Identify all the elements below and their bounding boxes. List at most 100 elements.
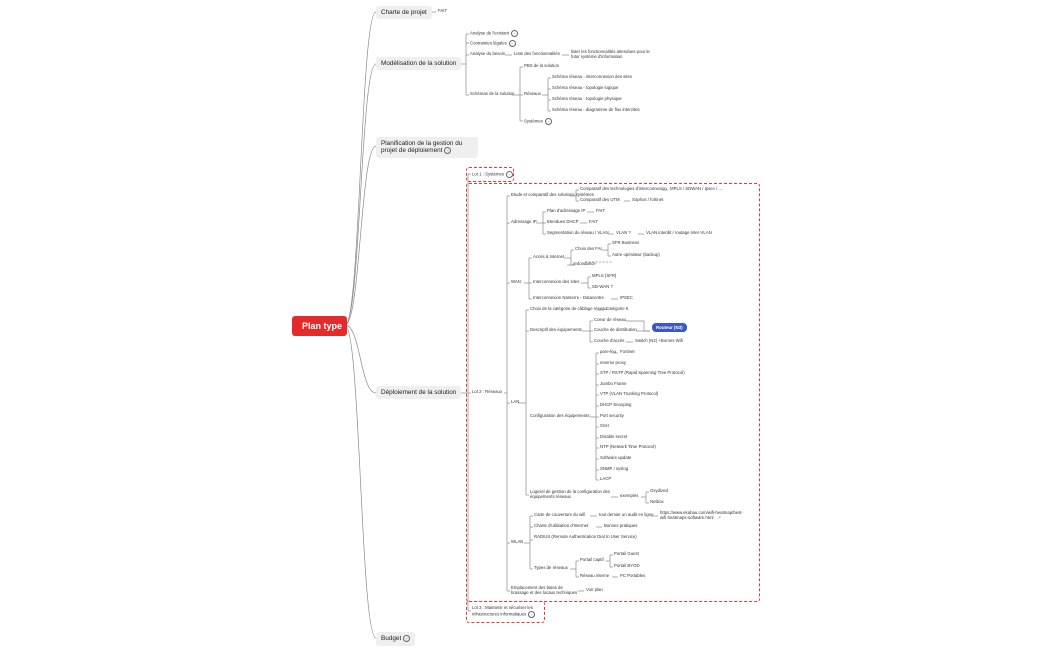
node-disable[interactable]: Disable secret xyxy=(600,434,627,440)
node-snmp[interactable]: SNMP / syslog xyxy=(600,466,628,472)
collapse-icon[interactable]: – xyxy=(403,635,411,642)
node-logiciel[interactable]: Logiciel de gestion de la configuration … xyxy=(530,489,625,500)
node-pc-portables[interactable]: PC Portables xyxy=(620,573,645,579)
node-types-reseaux[interactable]: Types de réseaux xyxy=(534,565,568,571)
node-choix-cablage[interactable]: Choix de la catégorie de câblage réseau xyxy=(530,306,607,312)
branch-planification[interactable]: Planification de la gestion du projet de… xyxy=(376,137,478,158)
node-comp-techno[interactable]: Comparatif des technologies d'interconne… xyxy=(580,186,667,192)
node-charte-internet[interactable]: Charte d'utilisation d'Internet xyxy=(534,523,588,529)
node-sch-flux[interactable]: Schéma réseau - diagramme de flux interz… xyxy=(552,107,640,113)
node-lot1[interactable]: Lot 1 : Systèmes– xyxy=(472,171,514,178)
node-parefeu[interactable]: pare-feu xyxy=(600,349,616,355)
node-reseaux[interactable]: Réseaux xyxy=(524,91,541,97)
node-label: Schéma réseau - diagramme de flux interz… xyxy=(552,107,640,112)
node-mpls[interactable]: MPLS (SFR) xyxy=(592,273,616,279)
node-ipsec[interactable]: IPSEC xyxy=(620,295,633,301)
node-fait-2[interactable]: FAIT xyxy=(596,208,605,214)
node-mpls-sdwan[interactable]: MPLS / SDWAN / Ipsec / ... xyxy=(670,186,722,192)
node-lot2[interactable]: Lot 2 : Réseaux xyxy=(472,389,502,395)
collapse-icon[interactable]: – xyxy=(508,40,516,47)
node-plan-adressage[interactable]: Plan d'adressage IP xyxy=(547,208,585,214)
node-schemas[interactable]: Schémas de la solution xyxy=(470,91,514,97)
node-audit[interactable]: tout dernier un audit en ligne xyxy=(599,512,653,518)
node-fait[interactable]: FAIT xyxy=(438,8,447,14)
collapse-icon[interactable]: – xyxy=(506,171,514,178)
node-portail-byod[interactable]: Portail BYOD xyxy=(614,563,640,569)
collapse-icon[interactable]: – xyxy=(444,147,452,155)
node-routeur[interactable]: Routeur (N3) xyxy=(652,323,687,333)
node-sch-physique[interactable]: Schéma réseau - topologie physique xyxy=(552,96,622,102)
node-sch-logique[interactable]: Schéma réseau - topologie logique xyxy=(552,85,618,91)
node-liste-fonct[interactable]: Liste des fonctionnalités xyxy=(514,51,560,57)
node-couche-acces[interactable]: Couche d'accès xyxy=(594,338,624,344)
node-dhcp-snoop[interactable]: DHCP Snooping xyxy=(600,402,631,408)
collapse-icon[interactable]: – xyxy=(544,118,552,125)
node-lot3[interactable]: Lot 3 : Maintenir et sécuriser les infra… xyxy=(472,605,542,618)
node-switch[interactable]: Switch (N2) +Bornes Wifi xyxy=(635,338,683,344)
node-etendues[interactable]: Etendues DHCP xyxy=(547,219,579,225)
node-interco-sites[interactable]: Interconnexion des sites xyxy=(533,279,579,285)
node-sdwan[interactable]: SD-WAN ? xyxy=(592,284,613,290)
node-netbox[interactable]: Netbox xyxy=(650,499,664,505)
node-ntp[interactable]: NTP (Network Time Protocol) xyxy=(600,444,656,450)
branch-budget[interactable]: Budget– xyxy=(376,632,416,646)
node-portail-guest[interactable]: Portail Guest xyxy=(614,551,639,557)
node-stp[interactable]: STP / RSTP (Rapid Spanning Tree Protocol… xyxy=(600,370,685,376)
node-software[interactable]: Software update xyxy=(600,455,631,461)
branch-modelisation[interactable]: Modélisation de la solution xyxy=(376,57,462,71)
node-systemes[interactable]: Systèmes– xyxy=(524,118,552,125)
node-segmentation[interactable]: Segmentation du réseau / VLAN xyxy=(547,230,609,236)
node-autre-op[interactable]: Autre opérateur (backup) xyxy=(612,252,660,258)
node-etude-comp[interactable]: Etude et comparatif des solutions systèm… xyxy=(511,192,594,198)
node-lacp[interactable]: LACP xyxy=(600,476,611,482)
node-vlan-routage[interactable]: VLAN interdit / routage inter-VLAN xyxy=(646,230,712,236)
node-lister-fonct[interactable]: lister les fonctionnalités attendues pou… xyxy=(571,49,653,60)
node-oxydized[interactable]: Oxydized xyxy=(650,488,668,494)
node-voir-plan[interactable]: Voir plan xyxy=(586,587,603,593)
node-fait-3[interactable]: FAIT xyxy=(589,219,598,225)
node-jumbo[interactable]: Jumbo Frame xyxy=(600,381,627,387)
node-analyse-besoin[interactable]: Analyse du besoin xyxy=(470,51,505,57)
node-config-equip[interactable]: Configuration des équipements xyxy=(530,413,589,419)
root-node[interactable]: Plan type xyxy=(292,316,347,337)
node-sophos[interactable]: Sophos / fortinet xyxy=(632,197,663,203)
node-adressage[interactable]: Adressage IP xyxy=(511,219,537,225)
collapse-icon[interactable]: – xyxy=(511,30,519,37)
node-wan[interactable]: WAN xyxy=(511,279,521,285)
node-carte-wifi[interactable]: Carte de couverture du wifi xyxy=(534,512,585,518)
node-vtp[interactable]: VTP (VLAN Trunking Protocol) xyxy=(600,391,658,397)
branch-deploiement[interactable]: Déploiement de la solution xyxy=(376,386,462,400)
node-acces-internet[interactable]: Accès à Internet xyxy=(533,254,564,260)
node-interco-datacentre[interactable]: Interconnexion Nanterre - Datacentre xyxy=(533,295,604,301)
node-emplacement[interactable]: Emplacement des baies de brassage et des… xyxy=(511,585,581,596)
node-port-sec[interactable]: Port security xyxy=(600,413,624,419)
node-redondance[interactable]: redondance xyxy=(573,261,596,267)
node-choix-fai[interactable]: Choix des FAI xyxy=(575,246,602,252)
node-coeur[interactable]: Coeur de réseau xyxy=(594,317,626,323)
node-portail-captif[interactable]: Portail captif xyxy=(580,557,604,563)
node-radius[interactable]: RADIUS (Remote Authentication Dial In Us… xyxy=(534,534,646,540)
node-wlan[interactable]: WLAN xyxy=(511,539,523,545)
node-contraintes[interactable]: Contraintes légales– xyxy=(470,40,516,47)
node-comp-utm[interactable]: Comparatif des UTM xyxy=(580,197,620,203)
branch-charte[interactable]: Charte de projet xyxy=(376,6,432,20)
node-reverse[interactable]: reverse proxy xyxy=(600,360,626,366)
node-bonnes[interactable]: Bonnes pratiques xyxy=(604,523,637,529)
node-cat6[interactable]: Catégorie 6 xyxy=(606,306,628,312)
node-distribution[interactable]: Couche de distribution xyxy=(594,327,637,333)
node-vlan-q[interactable]: VLAN ? xyxy=(616,230,631,236)
node-exemples[interactable]: exemples xyxy=(620,493,638,499)
node-ssh[interactable]: SSH xyxy=(600,423,609,429)
node-url[interactable]: https://www.ekahau.com/wifi-heatmap/best… xyxy=(660,510,748,521)
node-analyse-existant[interactable]: Analyse de l'existant– xyxy=(470,30,519,37)
collapse-icon[interactable]: – xyxy=(528,610,536,618)
node-reseau-interne[interactable]: Réseau interne xyxy=(580,573,609,579)
node-lan[interactable]: LAN xyxy=(511,399,519,405)
node-label: Portail Guest xyxy=(614,551,639,556)
node-desc-equip[interactable]: Descriptif des équipements xyxy=(530,327,582,333)
external-link-icon[interactable]: ↗ xyxy=(717,514,721,520)
node-sch-interco[interactable]: Schéma réseau - interconnexion des sites xyxy=(552,74,632,80)
node-sfr[interactable]: SFR Business xyxy=(612,240,639,246)
node-pbs[interactable]: PBS de la solution xyxy=(524,63,559,69)
node-fortinet[interactable]: Fortinet xyxy=(620,349,635,355)
